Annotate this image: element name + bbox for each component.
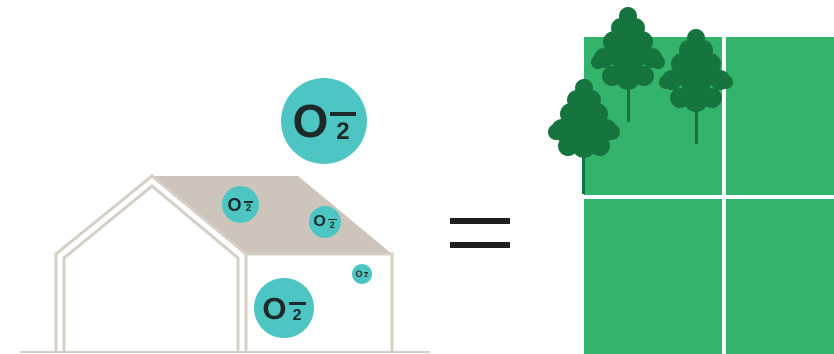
equals-icon <box>450 218 510 248</box>
o2-subscript: 2 <box>246 204 252 214</box>
o2-symbol: O <box>356 270 363 279</box>
o2-subscript: 2 <box>336 120 349 144</box>
o2-symbol: O <box>262 293 286 324</box>
o2-subscript: 2 <box>364 273 367 279</box>
o2-symbol: O <box>228 196 242 214</box>
o2-symbol: O <box>292 98 328 144</box>
o2-subscript: 2 <box>330 221 335 230</box>
o2-symbol: O <box>313 214 325 230</box>
o2-subscript: 2 <box>293 308 302 324</box>
